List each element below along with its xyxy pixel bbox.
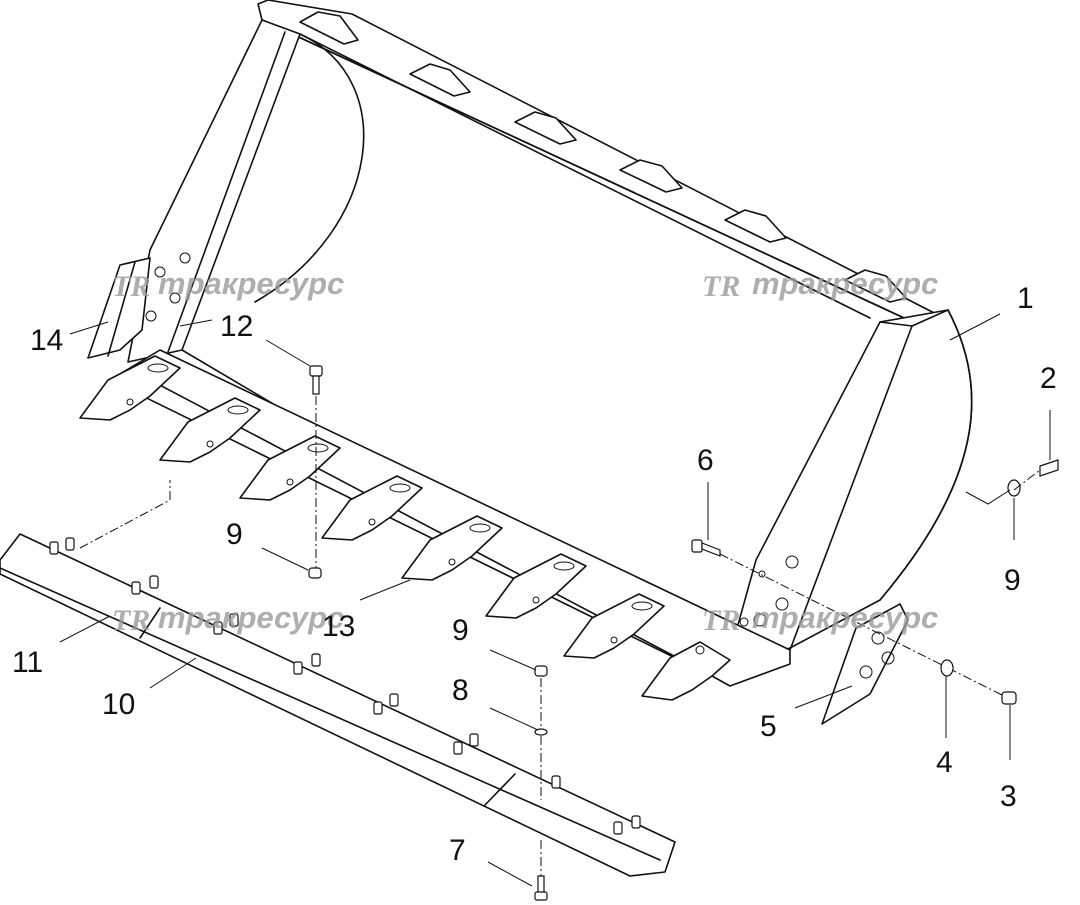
tooth: [641, 641, 731, 701]
callout-7: 7: [449, 834, 466, 867]
tooth: [159, 397, 261, 463]
tooth: [321, 475, 423, 541]
callout-12: 12: [220, 310, 253, 343]
callout-2: 2: [1040, 362, 1057, 395]
watermark-text: тракресурс: [158, 600, 344, 635]
callout-6: 6: [697, 444, 714, 477]
watermark-text: тракресурс: [752, 600, 938, 635]
tooth: [563, 593, 665, 659]
callouts: 1 2 3 4 5 6 7 8 9 9 9 10 11 12 13 14: [12, 282, 1057, 867]
callout-10: 10: [102, 688, 135, 721]
callout-5: 5: [760, 710, 777, 743]
tooth: [239, 435, 341, 501]
callout-13: 13: [322, 610, 355, 643]
cutting-edge: [0, 533, 676, 877]
callout-1: 1: [1017, 282, 1034, 315]
callout-9: 9: [1004, 564, 1021, 597]
callout-3: 3: [1000, 780, 1017, 813]
watermark-text: тракресурс: [752, 266, 938, 301]
hardware: [79, 365, 1059, 901]
watermark-logo: TR: [702, 604, 740, 637]
watermark-logo: TR: [702, 270, 740, 303]
callout-11: 11: [12, 646, 43, 679]
teeth-group: [79, 355, 731, 701]
watermark-text: тракресурс: [158, 266, 344, 301]
callout-8: 8: [452, 674, 469, 707]
watermark: TR тракресурс TR тракресурс TR тракресур…: [112, 266, 938, 637]
callout-9: 9: [452, 614, 469, 647]
callout-14: 14: [30, 324, 63, 357]
callout-9: 9: [226, 518, 243, 551]
tooth: [485, 553, 587, 619]
watermark-logo: TR: [112, 604, 150, 637]
callout-4: 4: [936, 746, 953, 779]
bucket-body: [109, 0, 973, 687]
tooth: [79, 355, 181, 421]
side-cutter-left: [87, 257, 151, 359]
side-cutter-right: [821, 603, 909, 725]
tooth: [401, 515, 503, 581]
leader-lines: [59, 313, 1051, 887]
watermark-logo: TR: [112, 270, 150, 303]
